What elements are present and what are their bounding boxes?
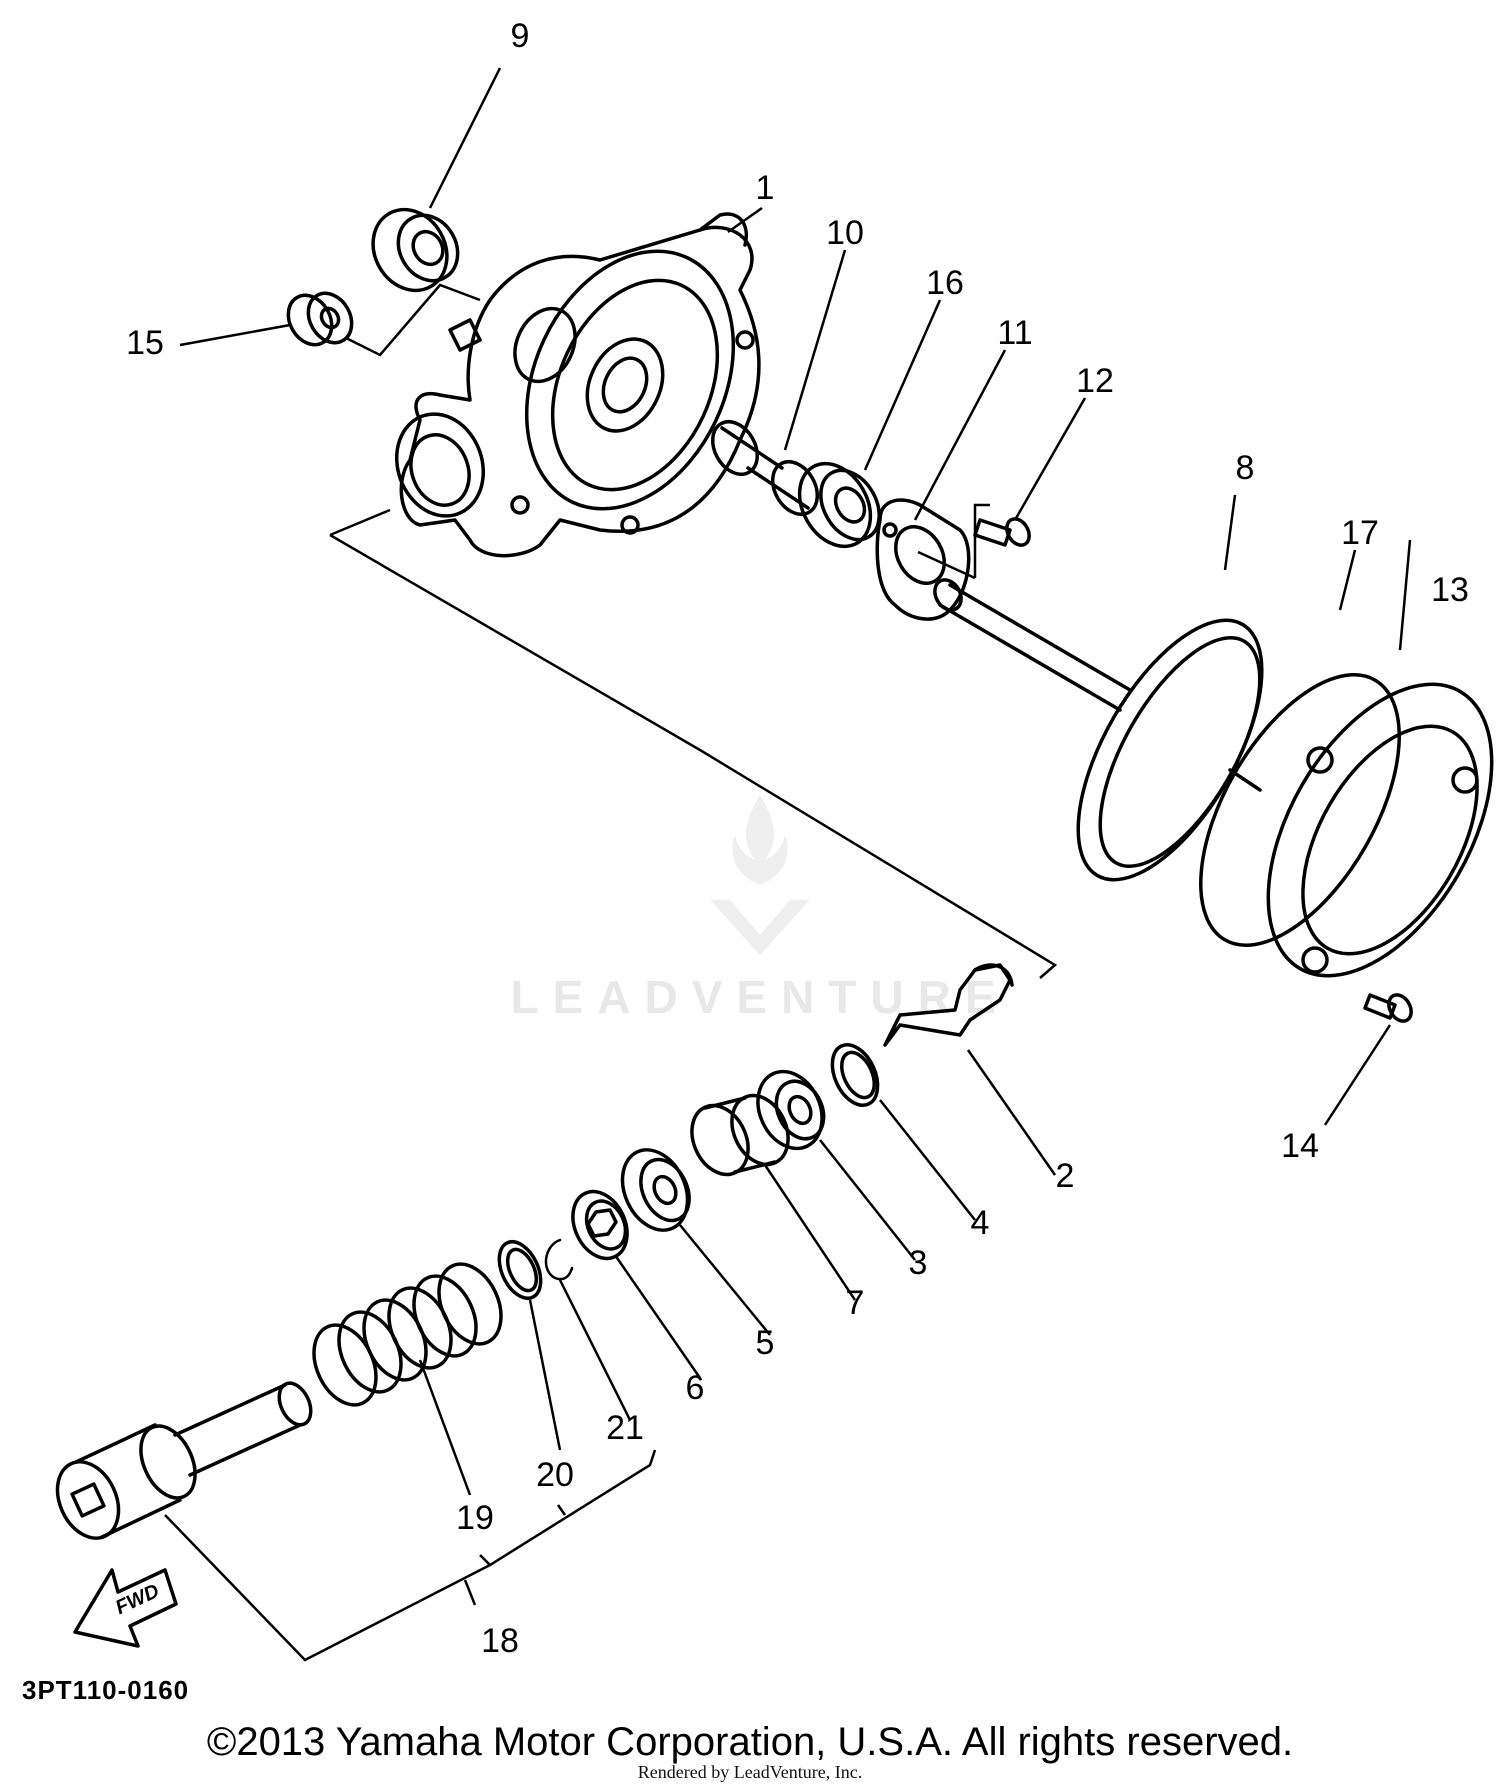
part-9-bearing[interactable] bbox=[359, 196, 470, 304]
bracket-18-pointer bbox=[463, 1579, 477, 1606]
part-16-bearing[interactable] bbox=[785, 451, 891, 559]
fwd-arrow-icon: FWD bbox=[73, 1568, 178, 1648]
part-label-13[interactable]: 13 bbox=[1431, 571, 1469, 609]
leader-11-12 bbox=[917, 503, 990, 580]
bracket-18-tick-19 bbox=[479, 1554, 491, 1566]
part-15-bushing[interactable] bbox=[280, 285, 361, 352]
part-label-18[interactable]: 18 bbox=[481, 1622, 519, 1660]
leader-15 bbox=[345, 283, 481, 357]
part-label-12[interactable]: 12 bbox=[1076, 362, 1114, 400]
part-13-cover[interactable] bbox=[1222, 646, 1500, 1013]
part-label-2[interactable]: 2 bbox=[1056, 1157, 1075, 1195]
copyright-notice: ©2013 Yamaha Motor Corporation, U.S.A. A… bbox=[206, 1720, 1294, 1764]
part-11-plate[interactable] bbox=[875, 498, 971, 621]
part-17-o-ring[interactable] bbox=[1160, 643, 1440, 978]
part-label-14[interactable]: 14 bbox=[1281, 1127, 1319, 1165]
part-label-16[interactable]: 16 bbox=[926, 264, 964, 302]
leader-housing-to-2 bbox=[329, 533, 1058, 979]
part-18-shaft-assembly[interactable] bbox=[46, 1378, 317, 1548]
part-label-9[interactable]: 9 bbox=[511, 17, 530, 55]
part-10-sleeve[interactable] bbox=[704, 414, 827, 522]
part-21-circlip[interactable] bbox=[544, 1238, 574, 1281]
part-label-7[interactable]: 7 bbox=[846, 1284, 865, 1322]
part-4-washer[interactable] bbox=[823, 1038, 886, 1113]
part-label-20[interactable]: 20 bbox=[536, 1456, 574, 1494]
part-label-6[interactable]: 6 bbox=[686, 1369, 705, 1407]
watermark-logo-icon bbox=[710, 795, 810, 955]
part-label-1[interactable]: 1 bbox=[756, 169, 775, 207]
part-label-10[interactable]: 10 bbox=[826, 214, 864, 252]
part-label-5[interactable]: 5 bbox=[756, 1324, 775, 1362]
part-label-4[interactable]: 4 bbox=[971, 1204, 990, 1242]
part-label-19[interactable]: 19 bbox=[456, 1499, 494, 1537]
part-2-pinion-gear[interactable] bbox=[883, 963, 1014, 1047]
part-12-bolt[interactable] bbox=[973, 515, 1034, 549]
bracket-18 bbox=[164, 1449, 657, 1662]
part-5-bearing[interactable] bbox=[610, 1139, 700, 1240]
leader-housing-pointer bbox=[329, 508, 391, 537]
part-label-17[interactable]: 17 bbox=[1341, 514, 1379, 552]
diagram-code: 3PT110-0160 bbox=[22, 1675, 190, 1705]
part-label-3[interactable]: 3 bbox=[909, 1244, 928, 1282]
part-8-shaft-gear[interactable] bbox=[930, 575, 1299, 908]
leader-lines bbox=[179, 67, 1412, 1496]
part-3-bearing[interactable] bbox=[746, 1061, 834, 1159]
rendered-by-notice: Rendered by LeadVenture, Inc. bbox=[637, 1762, 863, 1782]
part-7-sleeve[interactable] bbox=[681, 1086, 799, 1183]
part-19-spring[interactable] bbox=[302, 1254, 513, 1415]
part-label-11[interactable]: 11 bbox=[997, 314, 1032, 352]
part-1-gear-case[interactable] bbox=[383, 212, 773, 558]
part-20-washer[interactable] bbox=[491, 1235, 549, 1305]
part-label-21[interactable]: 21 bbox=[606, 1409, 644, 1447]
bracket-18-tick-20 bbox=[556, 1504, 567, 1516]
part-label-15[interactable]: 15 bbox=[126, 324, 164, 362]
part-label-8[interactable]: 8 bbox=[1236, 449, 1255, 487]
part-14-bolt[interactable] bbox=[1363, 991, 1416, 1025]
